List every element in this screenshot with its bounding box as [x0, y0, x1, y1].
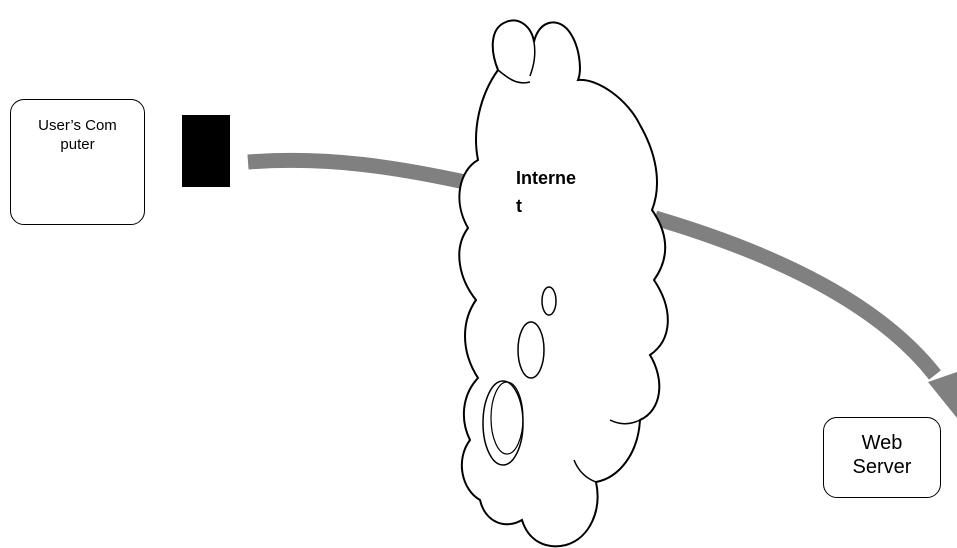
connector-block: [182, 115, 230, 187]
arrow-internet-to-server: [652, 210, 941, 380]
web-server-label: Web Server: [852, 432, 912, 478]
user-computer-node: User’s Computer: [10, 99, 145, 225]
internet-cloud-icon: [458, 19, 669, 548]
arrow-user-to-internet: [247, 152, 467, 190]
internet-label: Internet: [516, 168, 577, 216]
arrowhead-server: [928, 372, 957, 418]
user-computer-label: User’s Computer: [38, 117, 117, 153]
web-server-node: Web Server: [823, 417, 941, 498]
